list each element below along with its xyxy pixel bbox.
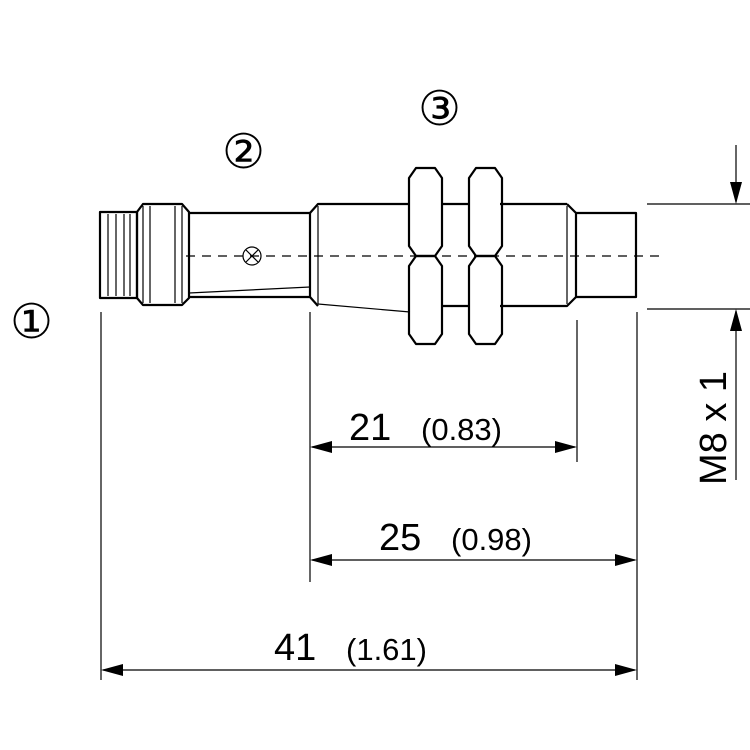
connector-plug bbox=[98, 210, 139, 300]
dimension-25: 25 (0.98) bbox=[310, 517, 637, 566]
dimension-21: 21 (0.83) bbox=[310, 407, 577, 453]
dimension-41: 41 (1.61) bbox=[101, 627, 637, 676]
dimension-25-value: 25 bbox=[379, 517, 421, 559]
callout-2: ② bbox=[222, 124, 265, 180]
dimension-41-value: 41 bbox=[274, 627, 316, 669]
callout-3: ③ bbox=[418, 81, 461, 137]
threaded-body bbox=[308, 202, 578, 313]
dimension-41-inch: (1.61) bbox=[346, 632, 427, 667]
dimension-21-value: 21 bbox=[349, 407, 391, 449]
callout-1: ① bbox=[10, 294, 53, 350]
dimension-21-inch: (0.83) bbox=[421, 412, 502, 447]
dimension-25-inch: (0.98) bbox=[451, 522, 532, 557]
thread-label: M8 x 1 bbox=[693, 371, 735, 485]
sensor-housing bbox=[188, 211, 311, 299]
coupling-nut bbox=[135, 202, 191, 307]
sensing-face bbox=[576, 211, 638, 299]
washer bbox=[442, 202, 469, 308]
dimension-thread: M8 x 1 bbox=[693, 145, 742, 485]
